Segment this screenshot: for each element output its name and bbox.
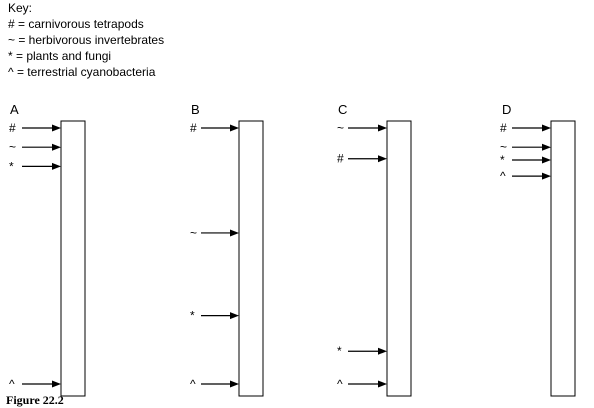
marker-symbol: ^ [9,377,15,391]
key-item-terrestrial-cyanobacteria: ^ = terrestrial cyanobacteria [8,65,156,79]
marker-symbol: # [500,121,507,135]
column-b: B # ~ * ^ [190,102,264,397]
column-label: D [502,102,511,117]
arrow [348,380,387,388]
marker-symbol: ~ [337,121,344,135]
key-title: Key: [8,1,33,15]
arrow [348,155,387,163]
marker-symbol: # [190,121,197,135]
column-c: C ~ # * ^ [337,102,412,397]
arrow [22,124,61,132]
marker-symbol: ~ [9,140,16,154]
arrow [22,380,61,388]
strata-column [550,120,576,397]
arrow [201,229,239,237]
key-item-plants-and-fungi: * = plants and fungi [8,49,112,63]
column-label: A [10,102,19,117]
arrow [348,124,387,132]
marker-symbol: ^ [337,377,343,391]
marker-symbol: ^ [500,169,506,183]
arrow [512,172,551,180]
key-legend: Key: # = carnivorous tetrapods ~ = herbi… [8,0,164,80]
arrow [512,124,551,132]
strata-column [386,120,412,397]
key-item-herbivorous-invertebrates: ~ = herbivorous invertebrates [8,33,165,47]
marker-symbol: * [190,309,195,323]
arrow [512,143,551,151]
key-item-carnivorous-tetrapods: # = carnivorous tetrapods [8,17,144,31]
figure-caption: Figure 22.2 [6,393,64,407]
arrow [201,312,239,320]
arrow [201,124,239,132]
arrow [348,347,387,355]
column-a: A # ~ * ^ [9,102,86,397]
arrow [512,156,551,164]
marker-symbol: # [337,152,344,166]
strata-column [238,120,264,397]
arrow [22,162,61,170]
arrow [201,380,239,388]
marker-symbol: * [337,344,342,358]
marker-symbol: * [9,159,14,173]
arrow [22,143,61,151]
marker-symbol: ~ [500,140,507,154]
marker-symbol: # [9,121,16,135]
column-label: B [191,102,200,117]
marker-symbol: ^ [190,377,196,391]
column-label: C [338,102,347,117]
marker-symbol: ~ [190,226,197,240]
column-d: D # ~* ^ [500,102,576,397]
marker-symbol: * [500,153,505,167]
strata-column [60,120,86,397]
